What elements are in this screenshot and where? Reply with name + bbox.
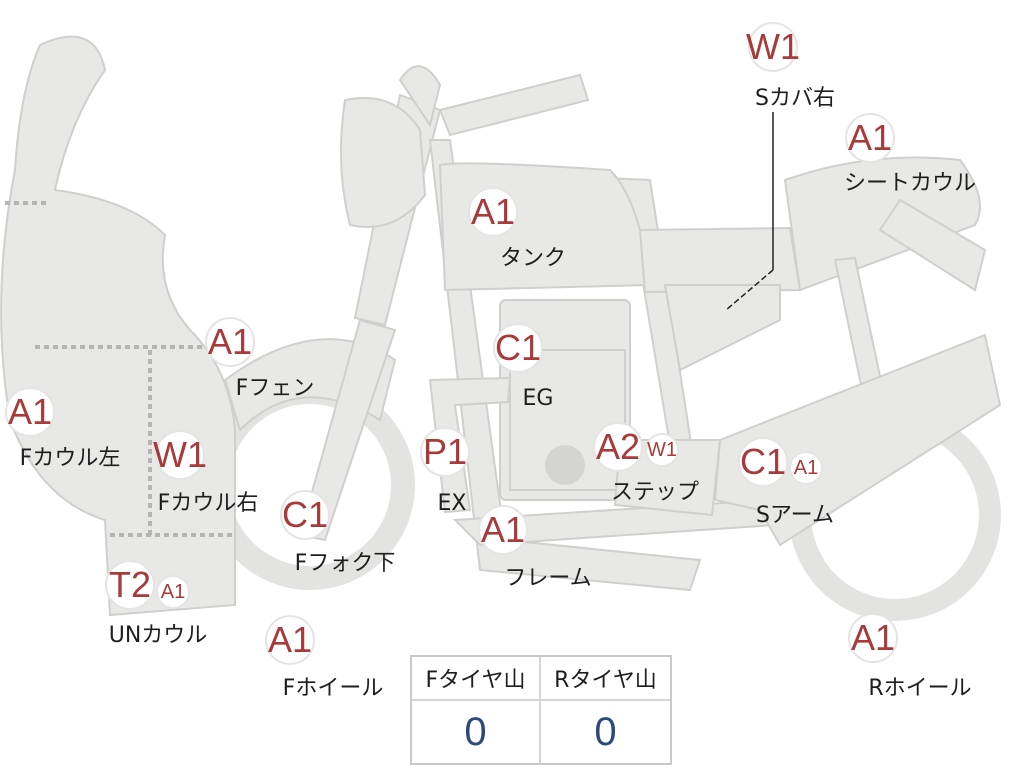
damage-badge-f-wheel-0[interactable]: A1 <box>265 615 315 665</box>
damage-badge-tank-0[interactable]: A1 <box>468 187 518 237</box>
exhaust-shape <box>428 376 512 514</box>
rear-tire-header: Rタイヤ山 <box>541 657 670 701</box>
damage-badge-f-fender-0[interactable]: A1 <box>205 317 255 367</box>
damage-badge-r-wheel-0[interactable]: A1 <box>848 613 898 663</box>
swing-arm-shape <box>713 333 1002 547</box>
side-cover-shape <box>663 284 781 372</box>
damage-badge-engine-0[interactable]: C1 <box>493 323 543 373</box>
part-label-seat-cowl: シートカウル <box>843 171 977 196</box>
part-label-un-cowl: UNカウル <box>108 623 208 648</box>
part-label-frame: フレーム <box>504 566 592 591</box>
part-label-s-cover-right: Sカバ右 <box>755 86 835 111</box>
part-label-engine: EG <box>522 386 554 411</box>
damage-badge-s-cover-right-0[interactable]: W1 <box>746 22 800 72</box>
damage-badge-frame-0[interactable]: A1 <box>478 505 528 555</box>
tire-tread-table: Fタイヤ山 Rタイヤ山 0 0 <box>410 655 672 765</box>
damage-badge-f-cowl-right-0[interactable]: W1 <box>153 430 207 480</box>
part-label-step: ステップ <box>610 480 700 505</box>
damage-badge-seat-cowl-0[interactable]: A1 <box>845 113 895 163</box>
front-tire-value[interactable]: 0 <box>412 701 541 763</box>
front-fork-shape <box>298 318 397 542</box>
part-label-f-cowl-right: Fカウル右 <box>157 491 259 516</box>
front-cowl-shape <box>0 35 236 617</box>
part-label-f-cowl-left: Fカウル左 <box>19 446 121 471</box>
seat-shape <box>638 226 802 294</box>
part-label-r-wheel: Rホイール <box>868 676 972 701</box>
damage-badge-un-cowl-0[interactable]: T2 <box>105 560 155 610</box>
part-label-f-fork-lower: Fフォク下 <box>294 551 396 576</box>
headlight-shape <box>340 97 427 228</box>
damage-badge-s-arm-0[interactable]: C1 <box>738 437 788 487</box>
damage-badge-step-1[interactable]: W1 <box>645 433 679 467</box>
rear-tire-value[interactable]: 0 <box>594 709 617 754</box>
damage-badge-un-cowl-1[interactable]: A1 <box>156 575 190 609</box>
frame-shape <box>428 139 702 592</box>
damage-badge-f-fork-lower-0[interactable]: C1 <box>280 490 330 540</box>
part-label-f-fender: Fフェン <box>235 376 315 401</box>
damage-badge-exhaust-0[interactable]: P1 <box>420 427 470 477</box>
damage-badge-s-arm-1[interactable]: A1 <box>789 451 823 485</box>
part-label-s-arm: Sアーム <box>756 503 834 528</box>
part-label-f-wheel: Fホイール <box>282 676 384 701</box>
seat-cowl-shape <box>783 156 981 292</box>
step-shape <box>613 439 722 517</box>
part-label-exhaust: EX <box>437 491 467 516</box>
front-tire-header: Fタイヤ山 <box>412 657 541 701</box>
part-label-tank: タンク <box>499 246 567 271</box>
damage-badge-f-cowl-left-0[interactable]: A1 <box>5 387 55 437</box>
damage-badge-step-0[interactable]: A2 <box>593 422 643 472</box>
